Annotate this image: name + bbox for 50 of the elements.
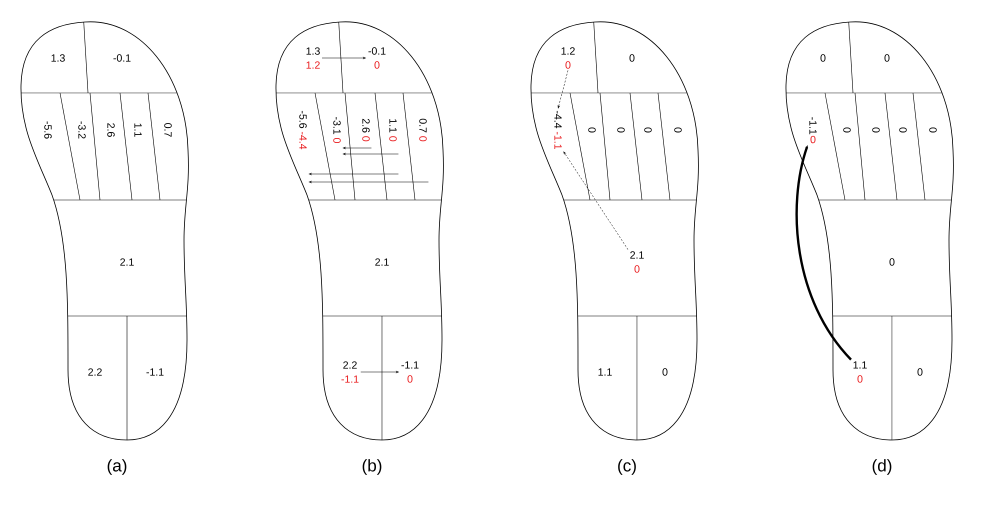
foot-outline [530, 22, 699, 440]
value-label: 2.2 [88, 368, 102, 376]
value-label: 0 [872, 127, 880, 132]
panel-label: (b) [362, 459, 382, 475]
value-label: 0 [890, 258, 894, 266]
value-label: -4.4 -1.1 [554, 110, 562, 150]
value-label: 2.1 [375, 258, 389, 266]
value-label: 2.1 [120, 258, 134, 266]
panel-label: (d) [872, 459, 892, 475]
dashed-arrow [563, 152, 628, 250]
value-label: 0 [644, 127, 652, 132]
value-label: 0 [588, 127, 596, 132]
value-label: -5.6 [44, 121, 52, 139]
value-label: -1.1 [146, 368, 164, 376]
value-label: -3.2 [78, 121, 86, 138]
value-label: 1.1 0 [854, 361, 867, 383]
value-label: 0 [820, 54, 826, 62]
value-label: 0 [674, 127, 682, 132]
value-label: -1.1 0 [401, 361, 419, 383]
value-label: -5.6 -4.4 [299, 110, 307, 150]
value-label: 2.6 [107, 123, 115, 137]
value-label: 0 [843, 127, 851, 132]
value-label: 1.1 [134, 124, 142, 137]
value-label: -3.1 0 [333, 117, 341, 143]
value-label: 1.1 0 [389, 119, 397, 142]
value-label: 0 [929, 127, 937, 132]
dashed-arrow [558, 70, 568, 108]
panel-label: (c) [618, 459, 636, 475]
value-label: 0 [899, 127, 907, 132]
value-label: 1.3 1.2 [306, 47, 320, 69]
value-label: 0 [617, 127, 625, 132]
value-label: 2.6 0 [362, 118, 370, 142]
value-label: 1.1 [598, 368, 612, 376]
value-label: 0 [918, 368, 922, 376]
value-label: 2.2 -1.1 [341, 361, 359, 383]
value-label: -0.1 0 [368, 47, 386, 69]
foot-outline [786, 22, 954, 440]
value-label: 0.7 [164, 123, 172, 137]
panel-label: (a) [108, 459, 126, 475]
value-label: 0 [884, 54, 890, 62]
value-label: 1.2 0 [562, 47, 575, 69]
foot-outline [276, 22, 444, 440]
value-label: 0 [630, 54, 634, 62]
foot-outline [20, 22, 189, 440]
value-label: 0.7 0 [419, 118, 427, 142]
value-label: 1.3 [52, 54, 65, 62]
value-label: -1.1 0 [809, 117, 817, 144]
value-label: 2.1 0 [630, 251, 644, 273]
value-label: 0 [662, 368, 668, 376]
value-label: -0.1 [113, 54, 131, 62]
